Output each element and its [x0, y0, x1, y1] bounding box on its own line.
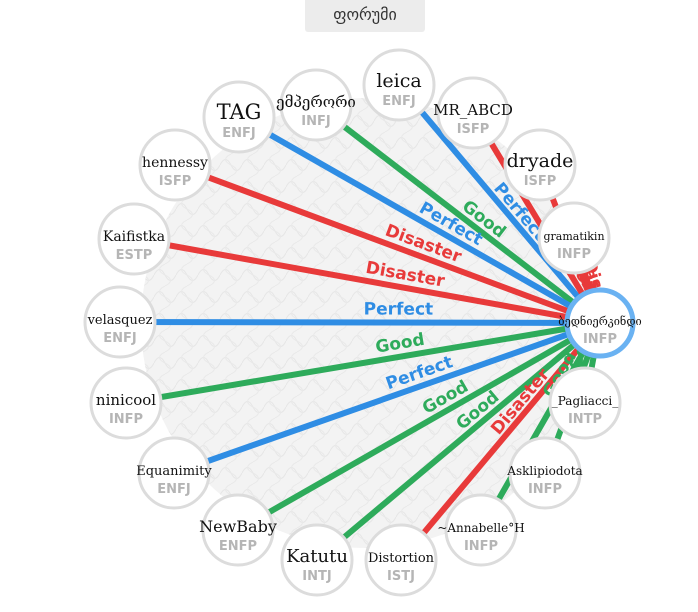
- edge-label-velasquez: Perfect: [364, 300, 434, 320]
- node-type: INTP: [568, 412, 602, 427]
- edge-leica: [396, 83, 603, 325]
- edge-distortion: [398, 321, 603, 562]
- edge-mrabcd: [470, 111, 603, 325]
- user-node-tag[interactable]: TAG ENFJ: [202, 80, 276, 154]
- edge-newbaby: [236, 320, 602, 533]
- node-circle: [362, 48, 436, 122]
- edge-velasquez: [119, 319, 601, 326]
- node-name: ~Annabelle°H: [437, 521, 524, 535]
- forum-button[interactable]: ფორუმი: [305, 0, 425, 32]
- node-type: ISFP: [524, 174, 557, 189]
- node-name: NewBaby: [199, 517, 277, 536]
- node-circle: [280, 523, 354, 597]
- node-type: ENFJ: [382, 94, 415, 109]
- node-circle: [364, 523, 438, 597]
- edge-annabelle: [478, 321, 603, 532]
- user-node-mrabcd[interactable]: MR_ABCD ISFP: [433, 76, 513, 150]
- node-circle: [444, 493, 518, 567]
- node-name: Distortion: [368, 551, 435, 566]
- node-name: Katutu: [286, 546, 348, 567]
- node-type: INFP: [109, 412, 143, 427]
- node-circle: [137, 436, 211, 510]
- node-name: dryade: [507, 150, 574, 172]
- node-circle: [202, 80, 276, 154]
- node-circle: [503, 128, 577, 202]
- user-node-annabelle[interactable]: ~Annabelle°H INFP: [437, 493, 525, 567]
- edge-ninicool: [125, 320, 601, 406]
- node-circle: [138, 128, 212, 202]
- edge-emperor: [314, 102, 602, 326]
- node-type: INFJ: [301, 114, 330, 129]
- center-type: INFP: [583, 332, 617, 347]
- node-name: TAG: [217, 100, 262, 124]
- node-type: INFP: [464, 539, 498, 554]
- node-name: gramatikin: [543, 230, 604, 243]
- node-type: ISFP: [457, 122, 490, 137]
- node-circle: [436, 76, 510, 150]
- node-name: leica: [376, 70, 421, 92]
- node-type: INFP: [528, 482, 562, 497]
- edge-hennessy: [173, 162, 602, 326]
- node-name: velasquez: [87, 313, 153, 328]
- node-name: Kaifistka: [103, 229, 165, 245]
- node-name: Asklipiodota: [506, 464, 582, 478]
- edge-katutu: [315, 320, 602, 563]
- node-name: _Pagliacci_: [552, 394, 618, 408]
- user-node-pagliacci[interactable]: _Pagliacci_ INTP: [548, 366, 622, 440]
- node-circle: [537, 201, 611, 275]
- node-type: ENFJ: [103, 331, 136, 346]
- node-circle: [97, 202, 171, 276]
- node-name: Equanimity: [136, 464, 212, 479]
- center-circle: [564, 287, 636, 359]
- node-type: ISTJ: [387, 569, 415, 584]
- node-type: ENFP: [219, 539, 257, 554]
- node-type: ENFJ: [157, 482, 190, 497]
- center-name: ბედნიერკინდი: [558, 315, 641, 328]
- node-circle: [279, 68, 353, 142]
- edge-kaifistka: [133, 236, 601, 326]
- node-type: ENFJ: [222, 126, 255, 141]
- node-type: ESTP: [116, 248, 153, 263]
- node-circle: [508, 436, 582, 510]
- edge-equanimity: [173, 320, 601, 476]
- node-type: INFP: [557, 247, 591, 262]
- node-name: MR_ABCD: [433, 101, 513, 119]
- node-circle: [83, 285, 157, 359]
- node-name: hennessy: [142, 155, 208, 171]
- edge-tag: [237, 114, 602, 326]
- node-name: ემპერორი: [276, 93, 356, 111]
- node-type: INTJ: [302, 569, 331, 584]
- node-circle: [201, 493, 275, 567]
- node-type: ISFP: [159, 174, 192, 189]
- node-circle: [89, 366, 163, 440]
- node-name: ninicool: [96, 391, 156, 409]
- node-circle: [548, 366, 622, 440]
